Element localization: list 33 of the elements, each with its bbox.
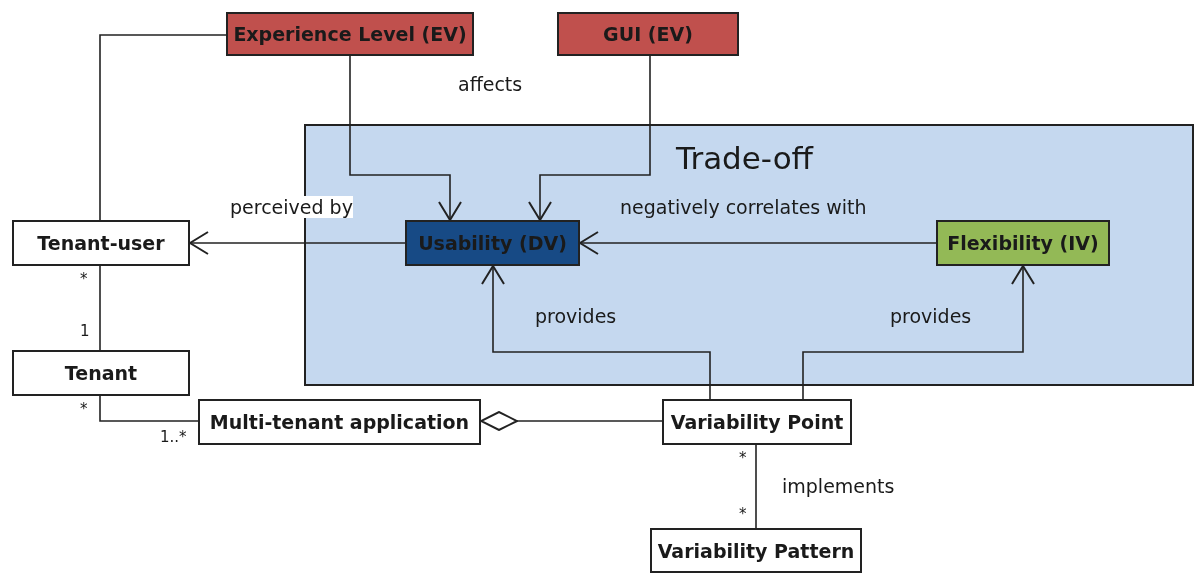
variable-box: Usability (DV) xyxy=(405,220,580,266)
arrow xyxy=(579,231,937,255)
class-box: Variability Point xyxy=(662,399,852,445)
association-line xyxy=(99,395,199,422)
multiplicity: 1..* xyxy=(160,428,187,446)
variable-box: Experience Level (EV) xyxy=(226,12,474,56)
multiplicity: * xyxy=(739,449,747,467)
association-line xyxy=(755,444,757,529)
association-line xyxy=(99,34,227,221)
edge-label: provides xyxy=(890,305,972,327)
arrow xyxy=(189,231,406,255)
class-box: Tenant xyxy=(12,350,190,396)
region-title: Trade-off xyxy=(676,140,813,176)
multiplicity: 1 xyxy=(80,322,90,340)
class-box: Variability Pattern xyxy=(650,528,862,573)
edge-label: implements xyxy=(782,475,895,497)
relation-label: affects xyxy=(458,73,523,95)
edge-label: perceived by xyxy=(230,196,353,218)
aggregation-connector xyxy=(480,411,663,431)
arrow xyxy=(349,55,462,221)
edge-label: negatively correlates with xyxy=(620,196,867,218)
multiplicity: * xyxy=(739,505,747,523)
multiplicity: * xyxy=(80,270,88,288)
edge-label: provides xyxy=(535,305,617,327)
multiplicity: * xyxy=(80,400,88,418)
association-line xyxy=(99,265,101,351)
variable-box: Flexibility (IV) xyxy=(936,220,1110,266)
class-box: Multi-tenant application xyxy=(198,399,481,445)
class-box: Tenant-user xyxy=(12,220,190,266)
arrow xyxy=(528,55,651,221)
arrow xyxy=(481,265,711,400)
variable-box: GUI (EV) xyxy=(557,12,739,56)
arrow xyxy=(802,265,1035,400)
